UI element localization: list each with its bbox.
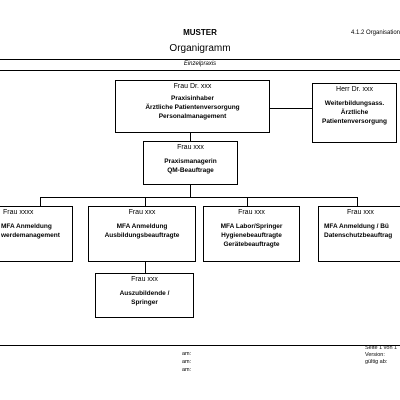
assistant-name: Herr Dr. xxx [336,86,373,93]
practice-type: Einzelpraxis [183,61,217,67]
assistant-role: Weiterbildungsass. Ärztliche Patientenve… [321,100,387,125]
staff2-name: Frau xxx [128,209,156,216]
org-box-assistant: Herr Dr. xxx Weiterbildungsass. Ärztlich… [312,83,397,143]
footer-am-1: am: [182,351,192,357]
document-subtitle: Organigramm [169,43,231,54]
staff1-name: Frau xxxx [3,209,34,216]
staff1-role: MFA Anmeldung werdemanagement [1,223,60,239]
connector-staff1 [40,197,41,206]
org-box-staff1: Frau xxxx MFA Anmeldung werdemanagement [0,206,73,262]
trainee-role: Auszubildende / Springer [119,290,170,306]
connector-staff-bar [40,197,358,198]
header-rule-2 [0,70,400,71]
org-box-owner: Frau Dr. xxx Praxisinhaber Ärztliche Pat… [115,80,270,133]
footer-am-3: am: [182,367,192,373]
owner-role: Praxisinhaber Ärztliche Patientenversorg… [145,95,240,120]
footer-am-2: am: [182,359,192,365]
staff3-name: Frau xxx [238,209,265,216]
footer-version: Version: [365,352,385,358]
footer-valid: gültig ab: [365,359,388,365]
staff2-role: MFA Anmeldung Ausbildungsbeauftragte [104,223,180,239]
staff4-role: MFA Anmeldung / Bü Datenschutzbeauftrag [324,223,393,239]
connector-owner-assistant [270,108,312,109]
document-title: MUSTER [183,28,217,37]
footer-page: Seite 1 von 1 [365,345,398,351]
connector-owner-manager [190,133,191,141]
connector-staff4 [357,197,358,206]
connector-staff2 [145,197,146,206]
org-box-manager: Frau xxx Praxismanagerin QM-Beauftrage [143,141,238,185]
document-reference: 4.1.2 Organisation [350,30,400,36]
connector-staff3 [247,197,248,206]
manager-name: Frau xxx [177,144,204,151]
manager-role: Praxismanagerin QM-Beauftrage [164,158,217,174]
org-box-staff4: Frau xxx MFA Anmeldung / Bü Datenschutzb… [318,206,400,262]
org-box-staff3: Frau xxx MFA Labor/Springer Hygienebeauf… [203,206,300,262]
header-rule [0,59,400,60]
org-box-staff2: Frau xxx MFA Anmeldung Ausbildungsbeauft… [88,206,196,262]
connector-manager-bar [190,185,191,197]
trainee-name: Frau xxx [131,276,158,283]
footer-rule [0,345,400,346]
connector-staff2-trainee [145,262,146,273]
org-box-trainee: Frau xxx Auszubildende / Springer [95,273,194,318]
owner-name: Frau Dr. xxx [173,83,212,90]
staff4-name: Frau xxx [347,209,374,216]
staff3-role: MFA Labor/Springer Hygienebeauftragte Ge… [220,223,283,248]
